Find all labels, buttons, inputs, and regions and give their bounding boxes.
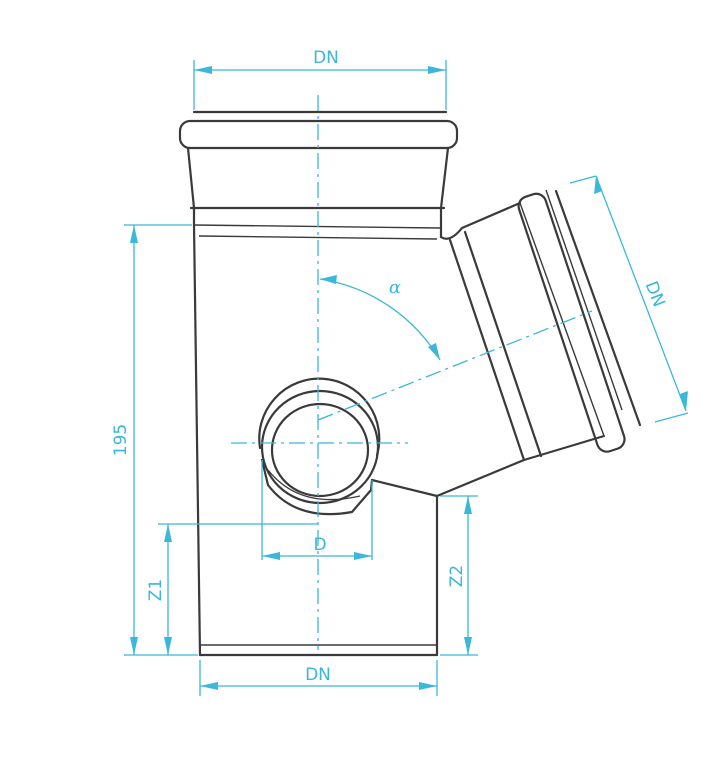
- dimension-195: 195: [111, 224, 198, 656]
- dimension-dn-branch: DN: [569, 175, 689, 423]
- z2-label: Z2: [447, 565, 467, 587]
- branch-socket: [435, 189, 642, 498]
- dimension-dn-bottom: DN: [199, 660, 438, 696]
- dimension-z1: Z1: [146, 523, 318, 655]
- dimension-z2: Z2: [440, 495, 478, 656]
- dn-top-label: DN: [313, 48, 339, 68]
- side-outlet: [258, 377, 439, 516]
- height-195-label: 195: [111, 424, 131, 456]
- dimension-dn-top: DN: [193, 48, 447, 110]
- z1-label: Z1: [146, 579, 166, 601]
- dn-bottom-label: DN: [305, 665, 331, 685]
- d-outlet-label: D: [313, 535, 326, 555]
- dimension-d: D: [261, 460, 373, 560]
- center-lines: [231, 95, 593, 650]
- alpha-label: α: [389, 277, 401, 298]
- dimension-angle-alpha: α: [319, 275, 441, 361]
- main-pipe-body: [192, 223, 439, 657]
